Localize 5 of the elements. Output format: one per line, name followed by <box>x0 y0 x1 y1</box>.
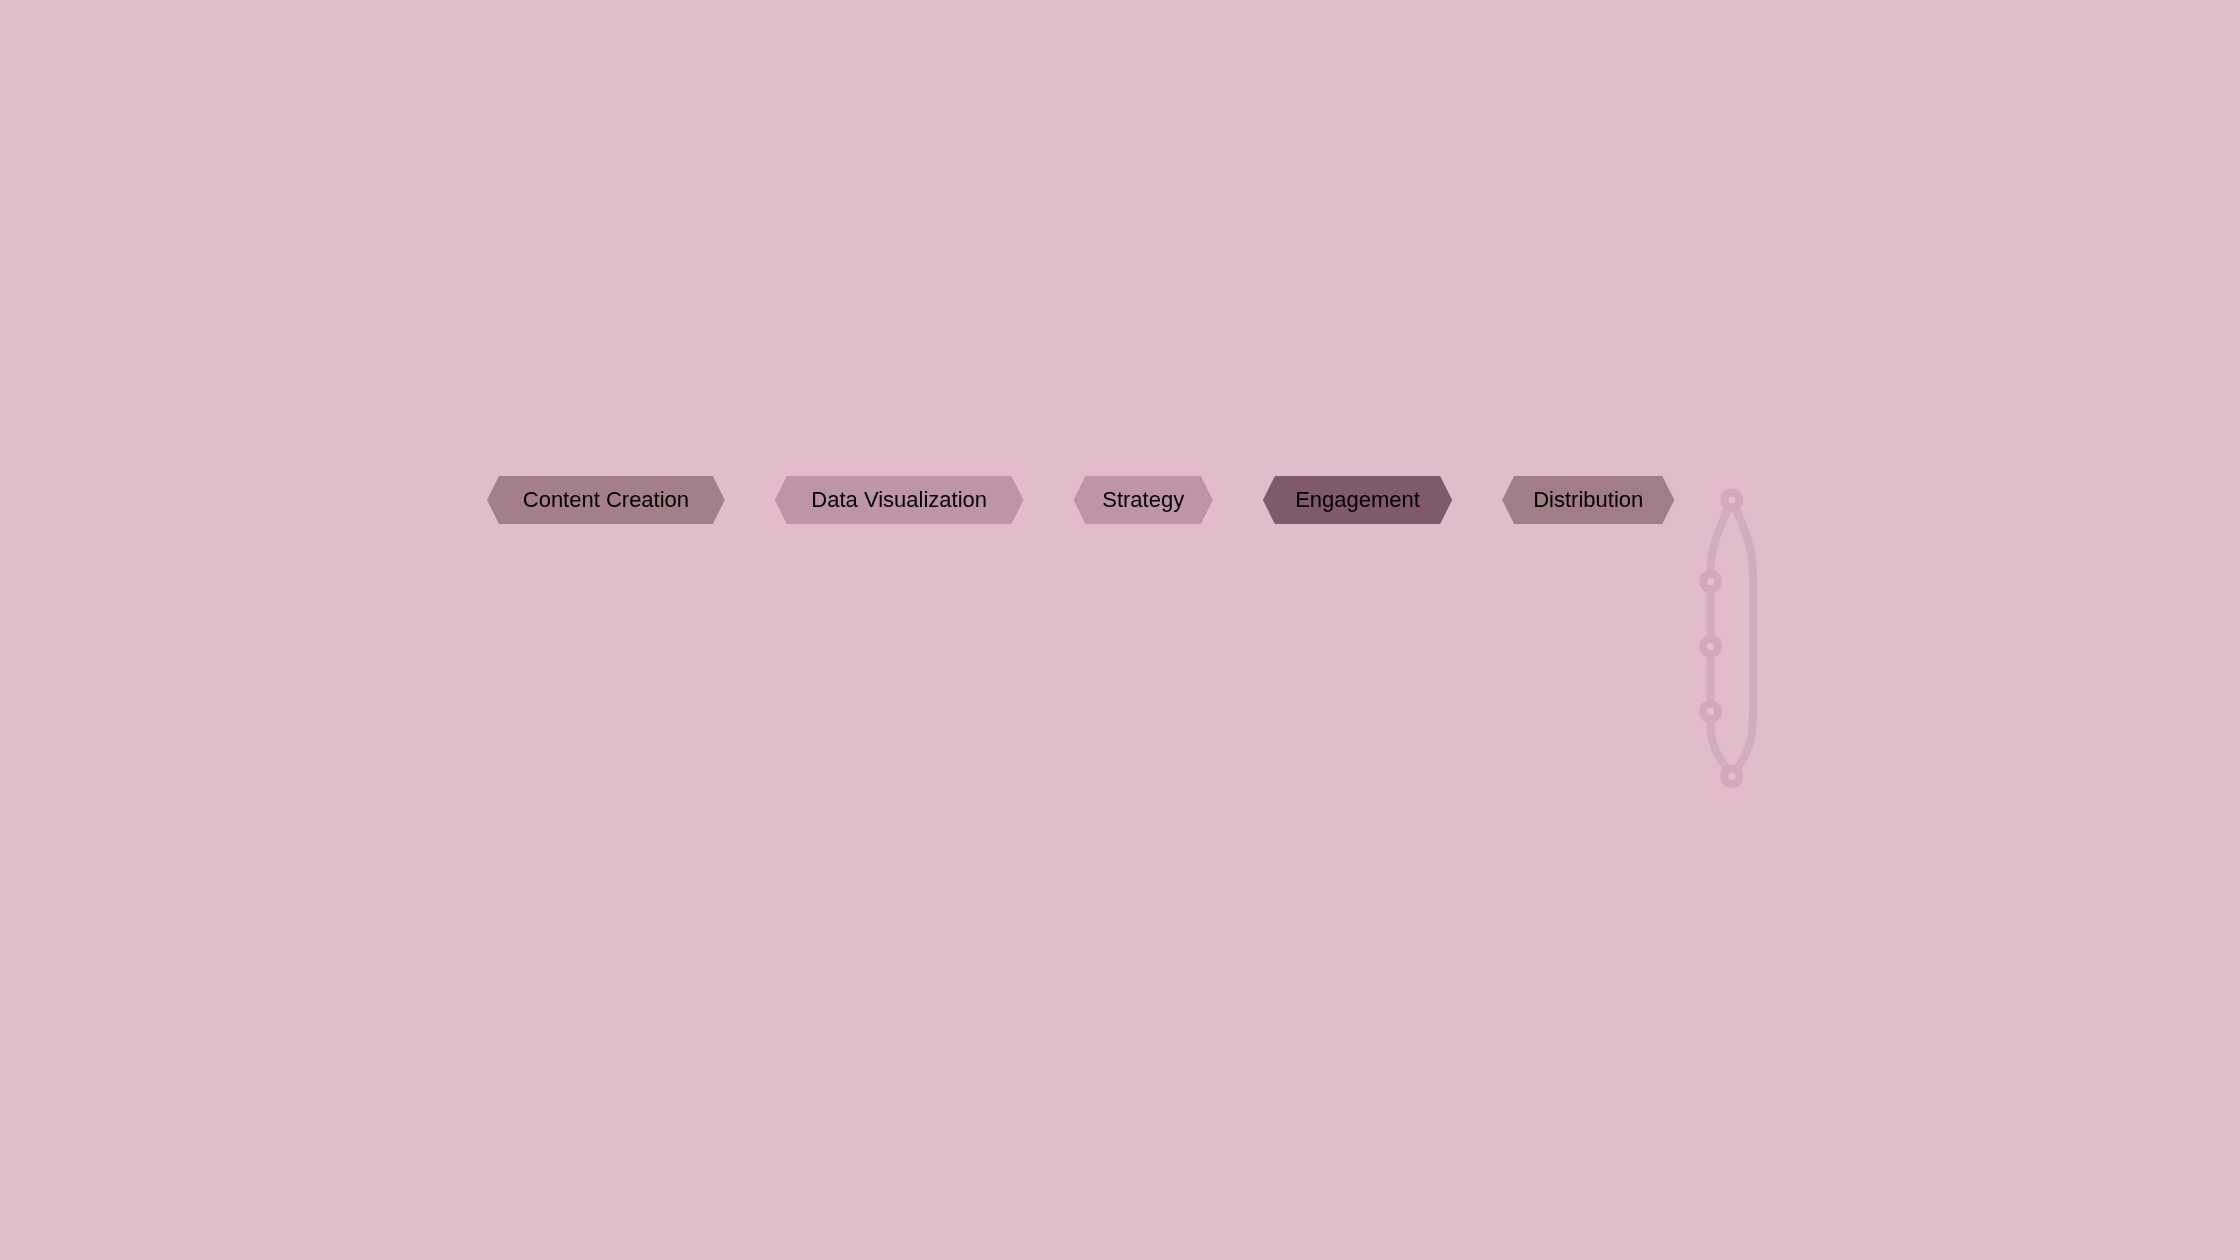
node-box: Content Creation <box>487 476 725 524</box>
node-box: Data Visualization <box>774 476 1024 524</box>
node-box: Engagement <box>1262 476 1453 524</box>
node-box: Strategy <box>1073 476 1213 524</box>
node-box: Distribution <box>1502 476 1675 524</box>
